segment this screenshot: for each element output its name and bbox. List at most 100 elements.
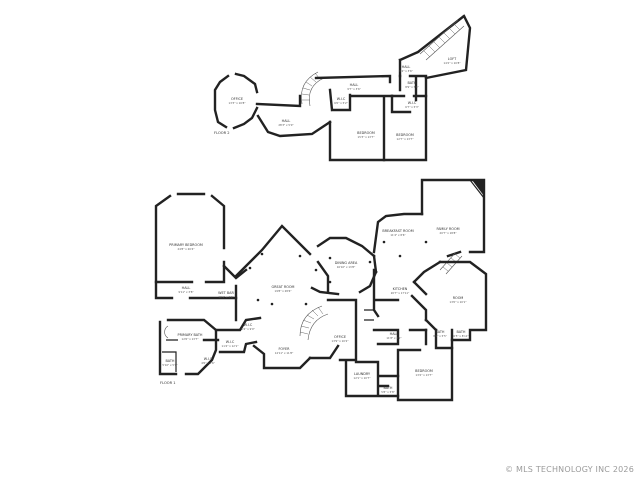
wall-breakfast: [372, 212, 424, 274]
room-dim-primary-bed: 24'8" x 20'4": [178, 247, 195, 251]
wall-bedroom-2a: [328, 94, 394, 162]
room-name-office1: OFFICE: [334, 335, 346, 339]
room-dim-bed1: 13'2" x 13'7": [416, 373, 433, 377]
room-dim-wic2b: 6'7" x 5'3": [405, 105, 419, 109]
floor-2-label: FLOOR 2: [214, 131, 230, 135]
room-name-wic1b: W.I.C: [204, 357, 213, 361]
tub-outline: [164, 325, 169, 339]
room-name-bed2a: BEDROOM: [357, 131, 375, 135]
room-name-primary-bed: PRIMARY BEDROOM: [169, 243, 203, 247]
column-marker: [328, 280, 332, 284]
column-marker: [368, 260, 372, 264]
room-name-bed1: BEDROOM: [415, 369, 433, 373]
room-name-wetbar: WET BAR: [218, 291, 234, 295]
room-name-great: GREAT ROOM: [272, 285, 295, 289]
room-name-foyer: FOYER: [278, 347, 290, 351]
room-name-loft: LOFT: [448, 57, 457, 61]
column-marker: [260, 252, 264, 256]
room-dim-dining: 16'10" x 13'8": [337, 265, 356, 269]
stair-foyer-treads: [299, 306, 324, 335]
floor-1-plan: PRIMARY BEDROOM 24'8" x 20'4" HALL 9'11"…: [154, 178, 488, 402]
room-dim-family: 20'7" x 18'8": [440, 231, 457, 235]
room-name-family: FAMILY ROOM: [436, 227, 459, 231]
wall-loft: [398, 14, 472, 80]
room-name-bath1c: BATH: [456, 330, 465, 334]
wall-office-2: [213, 72, 259, 130]
room-dim-bed2b: 12'7" x 13'7": [397, 137, 414, 141]
stair-loft-treads: [423, 23, 461, 58]
room-name-bath1a: BATH: [165, 359, 174, 363]
column-marker: [304, 302, 308, 306]
wall-bath-2: [390, 74, 428, 114]
room-dim-office2: 13'3" x 10'8": [229, 101, 246, 105]
floor-1-label: FLOOR 1: [160, 381, 176, 385]
column-marker: [314, 268, 318, 272]
room-name-kitchen: KITCHEN: [393, 287, 408, 291]
room-name-bed2b: BEDROOM: [396, 133, 414, 137]
column-marker: [382, 240, 386, 244]
wall-bath-stall: [162, 339, 178, 372]
wall-upper-hall-2: [314, 74, 392, 112]
room-dim-breakfast: 11'4" x 8'6": [390, 233, 405, 237]
room-name-wic1: W.I.C: [226, 340, 235, 344]
room-name-hall2a: HALL: [282, 119, 291, 123]
room-dim-hall2a: 28'3" x 5'0": [278, 123, 293, 127]
room-name-office2: OFFICE: [231, 97, 243, 101]
wall-bedroom-2b: [382, 94, 428, 162]
wall-wic-1: [214, 316, 262, 354]
room-dim-primary-bath: 12'6" x 13'7": [182, 337, 199, 341]
room-dim-room: 13'0" x 10'1": [450, 300, 467, 304]
room-name-hall1b: HALL: [390, 332, 399, 336]
column-marker: [424, 240, 428, 244]
room-dim-hall1b: 11'8" x 4'2": [386, 336, 401, 340]
copyright-watermark: © MLS TECHNOLOGY INC 2026: [505, 465, 634, 474]
room-dim-hall2c: 8'4" x 3'6": [399, 69, 413, 73]
room-dim-bath1a: 5'10" x 5'0": [162, 363, 177, 367]
wall-misc-1: [364, 309, 374, 321]
room-name-laundry: LAUNDRY: [354, 372, 371, 376]
wall-hall-center: [372, 328, 428, 346]
room-name-hall2c: HALL: [402, 65, 411, 69]
wall-primary-bath: [158, 318, 220, 376]
room-name-dining: DINING AREA: [335, 261, 358, 265]
room-dim-bath2: 8'9" x 5'6": [405, 85, 419, 89]
room-dim-bath1b: 8'1" x 5'5": [433, 334, 447, 338]
wall-bath-east: [424, 328, 454, 350]
room-dim-wic1: 11'4" x 12'1": [222, 344, 239, 348]
fireplace-mark: [472, 180, 484, 196]
room-dim-kitchen: 20'7" x 17'11": [391, 291, 410, 295]
room-name-wic1c: W.I.C: [244, 323, 253, 327]
room-name-hall1: HALL: [182, 286, 191, 290]
column-marker: [248, 266, 252, 270]
room-dim-hall1: 9'11" x 3'8": [178, 290, 193, 294]
stair-2-curve: [301, 71, 325, 107]
room-dim-bed2a: 15'3" x 13'7": [358, 135, 375, 139]
column-marker: [256, 298, 260, 302]
room-dim-wetbar: 10'1" x 3'0": [218, 295, 233, 299]
room-name-wic2: W.I.C: [337, 97, 346, 101]
room-dim-great: 19'8" x 28'6": [275, 289, 292, 293]
column-marker: [298, 254, 302, 258]
room-name-room: ROOM: [453, 296, 464, 300]
room-dim-hall2b: 9'7" x 3'6": [347, 87, 361, 91]
room-name-breakfast: BREAKFAST ROOM: [382, 229, 413, 233]
stair-2-treads: [301, 72, 321, 101]
room-name-hall2b: HALL: [350, 83, 359, 87]
room-name-bath2: BATH: [407, 81, 416, 85]
stair-foyer-rail: [299, 305, 329, 341]
wall-family-room: [412, 178, 486, 284]
room-dim-wic2: 6'0" x 5'2": [334, 101, 348, 105]
room-dim-bath1c: 6'5" x 8'11": [453, 334, 468, 338]
wall-primary-bedroom: [154, 192, 226, 284]
wall-room-east: [424, 260, 488, 342]
wall-hall-2: [255, 94, 332, 138]
column-marker: [270, 302, 274, 306]
room-name-bath1d: BATH: [383, 386, 392, 390]
room-dim-office1: 13'9" x 10'2": [332, 339, 349, 343]
room-dim-loft: 14'2" x 10'8": [444, 61, 461, 65]
floor-2-plan: OFFICE 13'3" x 10'8" HALL 28'3" x 5'0" H…: [213, 14, 472, 162]
wall-foyer-office: [308, 298, 358, 362]
wall-great-room: [234, 224, 330, 370]
room-dim-wic1b: 4'6" x 4'6": [201, 361, 215, 365]
